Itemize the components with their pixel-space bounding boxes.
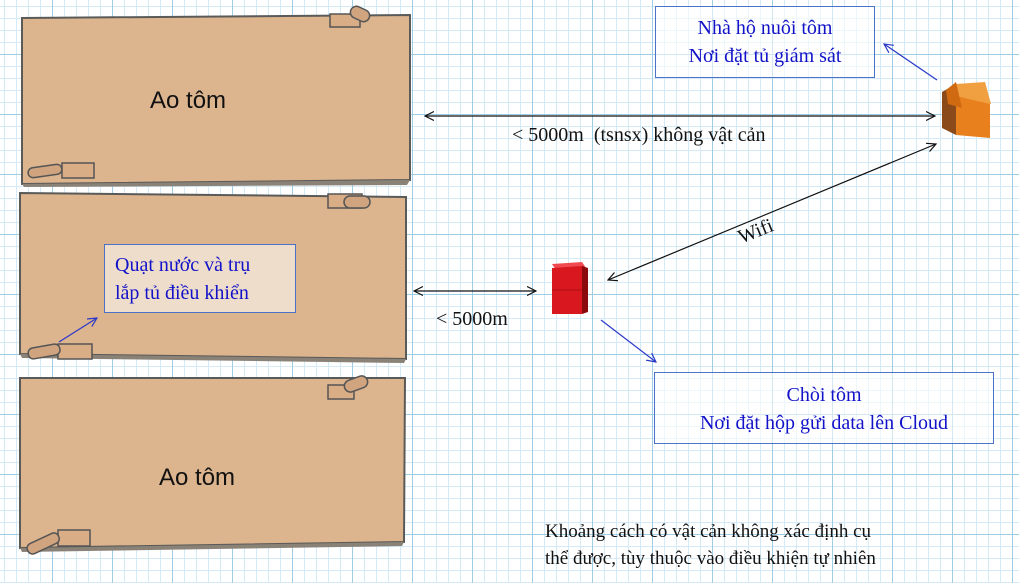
distance-house-label: < 5000m (tsnsx) không vật cản [512,124,766,146]
pond-bottom-label: Ao tôm [159,464,236,491]
arrow-house-to-label [884,44,938,81]
pond-top [21,5,411,187]
arrow-hut-to-label [600,319,656,362]
arrow-hut-to-house-wifi [608,144,936,280]
footnote-line-2: thể được, tùy thuộc vào điều khiện tự nh… [545,548,876,569]
pond-bottom [19,375,407,555]
house-label-line-2: Nơi đặt tủ giám sát [688,45,842,67]
pond-top-label: Ao tôm [150,87,227,114]
house-label-line-1: Nhà hộ nuôi tôm [697,17,833,39]
hut-data-box [552,262,588,314]
footnote: Khoảng cách có vật cản không xác định cụ… [545,518,876,572]
pond-bottom-pump-bottom [26,529,91,555]
distance-pond-label: < 5000m [436,308,508,330]
pond-middle-pump-bottom [27,343,93,360]
hut-label-line-1: Chòi tôm [786,384,862,406]
house-label-box: Nhà hộ nuôi tôm Nơi đặt tủ giám sát [655,6,875,78]
arrow-fan-label-to-pump [58,318,97,343]
fan-label-box: Quạt nước và trụ lắp tủ điều khiển [104,244,296,313]
hut-label-line-2: Nơi đặt hộp gửi data lên Cloud [699,412,949,434]
fan-label-line-2: lắp tủ điều khiển [115,282,249,304]
fan-label-line-1: Quạt nước và trụ [115,254,251,276]
footnote-line-1: Khoảng cách có vật cản không xác định cụ [545,521,872,542]
house-monitor-box [942,82,991,138]
pond-top-pump-bottom [27,162,95,179]
pond-middle-pump-top [327,193,371,209]
hut-label-box: Chòi tôm Nơi đặt hộp gửi data lên Cloud [654,372,994,444]
pond-top-pump-top [329,5,371,28]
pond-bottom-pump-top [327,375,369,400]
